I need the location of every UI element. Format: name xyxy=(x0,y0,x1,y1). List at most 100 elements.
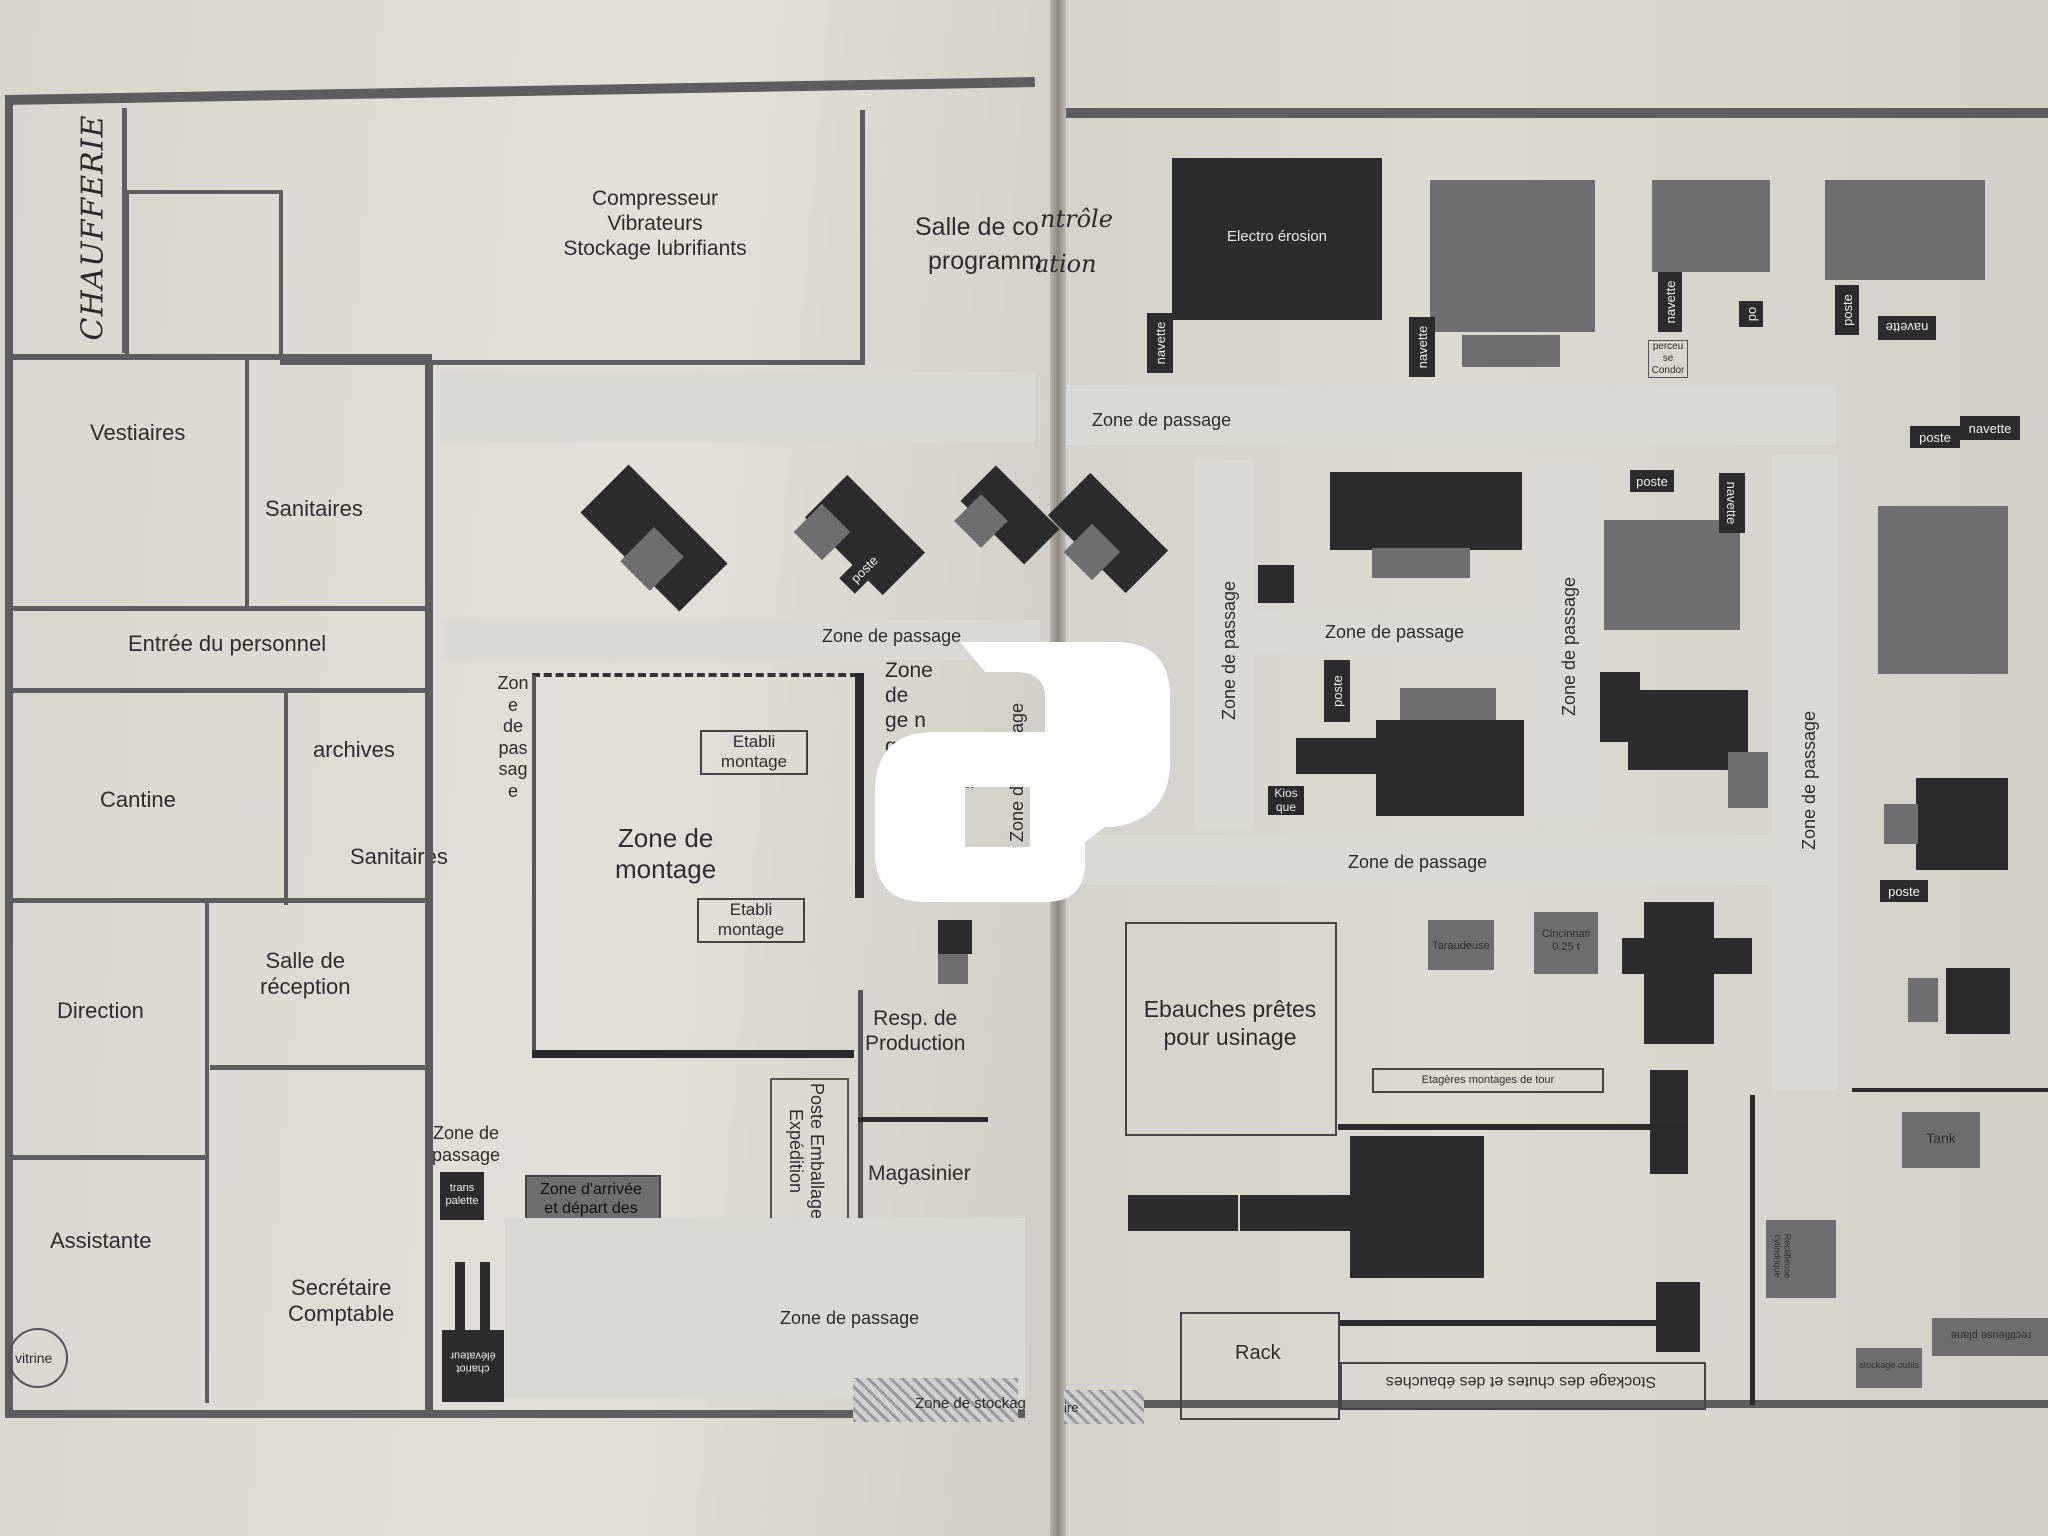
rectifieuse-plane-box xyxy=(1932,1318,2048,1356)
right-wall-v xyxy=(1750,1095,1755,1405)
stockage-chutes-label: Stockage des chutes et des ébauches xyxy=(1385,1373,1657,1391)
left-passage-bottom xyxy=(505,1218,1025,1398)
compresseur-label: Compresseur Vibrateurs Stockage lubrifia… xyxy=(563,187,747,261)
salle-controle-handwritten: ntrôle xyxy=(1040,205,1113,233)
kiosque-label: Kios que xyxy=(1268,786,1304,815)
machine-r-8-base xyxy=(1728,752,1768,808)
machine-r-13 xyxy=(1350,1136,1484,1278)
vitrine-circle xyxy=(8,1328,68,1388)
zone-passage-label-top: Zone de passage xyxy=(822,626,962,646)
zone-passage-r1-label: Zone de passage xyxy=(1092,410,1232,430)
resp-wall xyxy=(858,1117,988,1122)
programmation-label: programm xyxy=(928,247,1042,275)
poste-tag-r2: poste xyxy=(1910,426,1960,448)
chariot-fork-2 xyxy=(480,1262,490,1332)
machine-r-5 xyxy=(1330,472,1522,550)
navette-tag-5: navette xyxy=(1960,416,2020,440)
machine-r-2 xyxy=(1652,180,1770,272)
secretaire-label: Secrétaire Comptable xyxy=(288,1275,395,1327)
right-passage-v3 xyxy=(1772,455,1837,1090)
wall-v-main xyxy=(425,365,433,1410)
salle-reception-label: Salle de réception xyxy=(260,948,351,1000)
zone-stockage-label: Zone de stockag xyxy=(915,1395,1026,1412)
perceuse-label: perceu se Condor xyxy=(1648,340,1688,378)
machine-r-1-base xyxy=(1462,335,1560,367)
ebauches-label: Ebauches prêtes pour usinage xyxy=(1143,996,1317,1050)
right-wall-h xyxy=(1852,1088,2048,1092)
left-passage-top xyxy=(440,372,1035,442)
stockage-outils-r-label: stockage outils xyxy=(1859,1360,1919,1370)
wall-h-2 xyxy=(12,606,432,611)
taraudeuse-label: Taraudeuse xyxy=(1432,940,1490,952)
poste-tag-r4: poste xyxy=(1630,470,1674,492)
archives-label: archives xyxy=(313,737,395,762)
right-passage-v2 xyxy=(1532,460,1594,830)
machine-r-3 xyxy=(1825,180,1985,280)
montage-wall-right xyxy=(855,673,864,898)
cabinet-small-base xyxy=(938,954,968,984)
zone-passage-vertical-label: Zon e de pas sag e xyxy=(497,673,529,801)
wall-v-3 xyxy=(205,903,209,1403)
poste-tag-r3: poste xyxy=(1324,660,1350,722)
tank-box xyxy=(1902,1112,1980,1168)
po-tag: po xyxy=(1739,301,1763,327)
machine-r-10 xyxy=(1916,778,2008,870)
bar-4 xyxy=(1656,1282,1700,1352)
line-1 xyxy=(1338,1124,1688,1130)
wall-h-3 xyxy=(12,688,432,693)
trans-palette-label: trans palette xyxy=(445,1182,479,1208)
right-passage-v1 xyxy=(1195,460,1253,830)
rectifieuse-plane-label: rectifieuse plane xyxy=(1950,1329,2032,1342)
machine-r-7 xyxy=(1604,520,1740,630)
machine-r-11 xyxy=(1946,968,2010,1034)
machine-r-12-arm xyxy=(1622,938,1752,974)
left-outer-wall-left xyxy=(5,100,13,1410)
zone-montage-label: Zone de montage xyxy=(615,823,717,885)
sanitaires-label-1: Sanitaires xyxy=(265,496,363,521)
bar-3 xyxy=(1650,1070,1688,1174)
machine-r-8-arm xyxy=(1600,672,1640,742)
bar-1 xyxy=(1128,1195,1238,1231)
machine-r-6-arm xyxy=(1296,738,1378,774)
zone-stockage-hatch xyxy=(853,1378,1018,1422)
zone-passage-r3-label: Zone de passage xyxy=(1348,852,1488,872)
navette-tag-1: navette xyxy=(1147,313,1173,373)
machine-r-6-top xyxy=(1400,688,1496,720)
machine-r-10-side xyxy=(1884,804,1918,844)
rack-box xyxy=(1180,1312,1340,1420)
ire-label: ire xyxy=(1064,1400,1079,1415)
programmation-handwritten: ation xyxy=(1035,250,1097,278)
right-passage-1 xyxy=(1066,385,1836,445)
chaufferie-handwritten: CHAUFFERIE xyxy=(75,114,111,341)
taraudeuse-box xyxy=(1428,920,1494,970)
bar-2 xyxy=(1240,1195,1350,1231)
machine-r-11-side xyxy=(1908,978,1938,1022)
machine-r-1 xyxy=(1430,180,1595,332)
rectifieuse-label: Rectifieuse cylindrique xyxy=(1772,1233,1793,1279)
cincinnati-box xyxy=(1534,912,1598,974)
cantine-label: Cantine xyxy=(100,787,176,812)
magasinier-label: Magasinier xyxy=(868,1162,971,1185)
right-passage-2 xyxy=(1250,610,1530,655)
cincinnati-label: Cincinnati 0.25 t xyxy=(1541,928,1591,954)
zone-passage-v3-label: Zone de passage xyxy=(1799,710,1820,851)
salle-controle-label: Salle de co xyxy=(915,213,1039,241)
electro-erosion-label: Electro érosion xyxy=(1226,228,1328,245)
stockage-outils-r-box xyxy=(1856,1348,1922,1388)
zone-passage-v2-label: Zone de passage xyxy=(1559,576,1580,717)
etabli-label-1: Etabli montage xyxy=(700,730,808,775)
ebauches-box xyxy=(1125,922,1337,1136)
compresseur-room xyxy=(280,110,865,365)
right-outer-wall-top xyxy=(1066,108,2048,118)
chariot-box xyxy=(442,1330,504,1402)
app-logo-icon xyxy=(875,642,1170,902)
stockage-chutes-box xyxy=(1340,1362,1706,1410)
zone-passage-small-label: Zone de passage xyxy=(432,1123,501,1165)
entree-personnel-label: Entrée du personnel xyxy=(128,631,327,656)
cabinet-small xyxy=(938,920,972,954)
machine-r-6 xyxy=(1376,720,1524,816)
montage-wall-bottom xyxy=(532,1050,854,1058)
wall-h-4 xyxy=(12,898,432,903)
machine-r-9 xyxy=(1878,506,2008,674)
